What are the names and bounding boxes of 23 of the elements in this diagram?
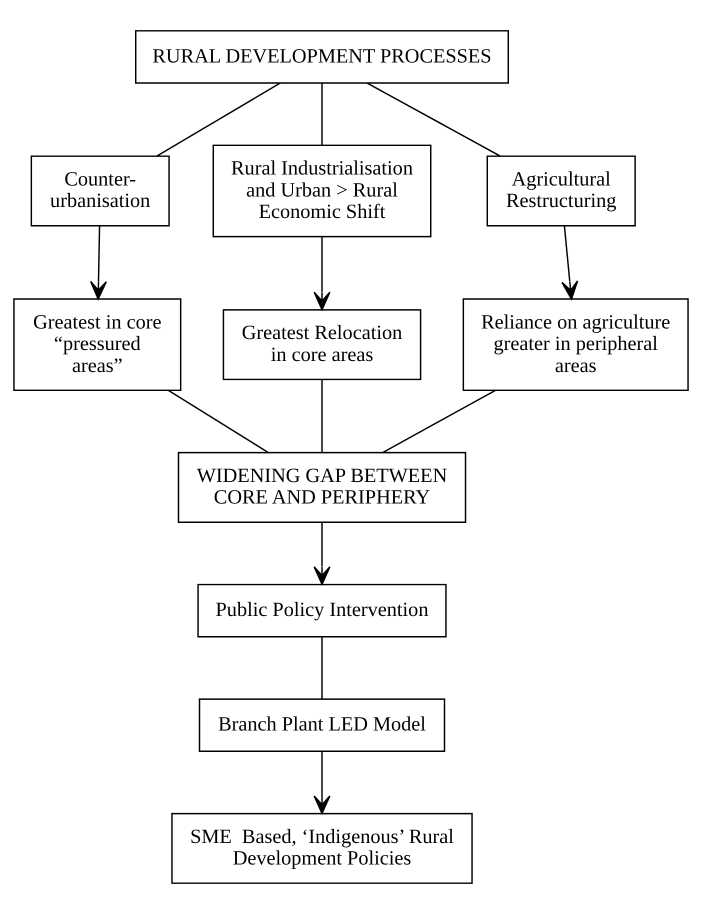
connector: [168, 390, 268, 453]
node-box: Counter- urbanisation: [30, 155, 170, 226]
node-box: Reliance on agriculture greater in peripheral areas: [462, 298, 689, 392]
arrow: [313, 522, 331, 585]
arrow: [313, 236, 331, 310]
arrow: [313, 752, 331, 814]
connector: [156, 82, 281, 157]
node-box: Rural Industrialisation and Urban > Rural Economic Shift: [212, 144, 432, 238]
connector: [366, 82, 500, 157]
connector: [321, 380, 323, 452]
arrow: [561, 226, 578, 300]
node-box: WIDENING GAP BETWEEN CORE AND PERIPHERY: [178, 452, 466, 523]
arrow: [90, 226, 108, 300]
node-box: Branch Plant LED Model: [198, 698, 446, 752]
node-box: Agricultural Restructuring: [486, 155, 636, 226]
node-box: Greatest Relocation in core areas: [222, 309, 422, 380]
node-box: Public Policy Intervention: [197, 584, 447, 638]
connector: [321, 83, 323, 146]
node-box: RURAL DEVELOPMENT PROCESSES: [135, 30, 510, 84]
node-box: Greatest in core “pressured areas”: [13, 298, 182, 392]
connector: [321, 636, 323, 700]
node-box: SME Based, ‘Indigenous’ Rural Development Policies: [171, 812, 473, 884]
connector: [382, 390, 496, 454]
